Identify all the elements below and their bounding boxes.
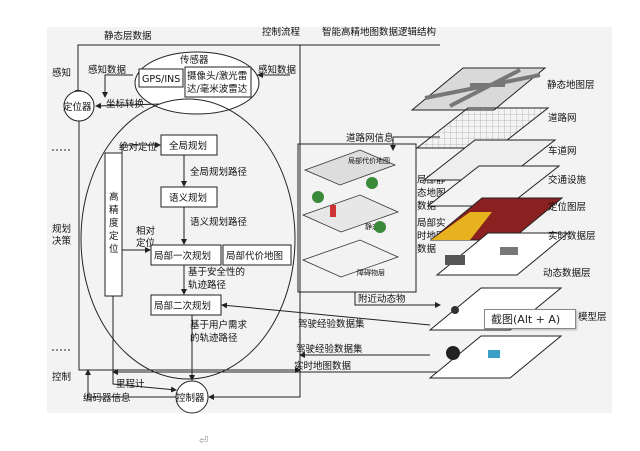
driving-exp-label-1: 驾驶经验数据集 [298,318,365,330]
road-net-info-line [390,136,440,151]
local-static-2: 态地图 [417,187,446,199]
hp-loc-char-2: 精 [109,204,119,216]
traffic-light-icon [330,205,336,217]
global-planning-label: 全局规划 [169,140,207,152]
camera-lidar-line1: 摄像头/激光雷 [187,70,247,82]
perception-data-label-right: 感知数据 [258,64,297,76]
road-lines [424,68,541,108]
obstacle-layer-shape [301,239,400,278]
coord-transform-arrow [95,102,161,109]
head-model-icon [446,346,460,360]
local-rt-1: 局部实 [417,217,446,229]
cost-map-label: 局部代价地图 [348,156,390,165]
paragraph-mark: ⏎ [199,434,209,447]
hp-loc-char-5: 位 [109,243,119,255]
locator-label: 定位器 [63,101,92,113]
relative-localization-1: 相对 [136,225,156,237]
sensor-title: 传感器 [180,54,209,66]
user-path-line1: 基于用户需求 [190,319,248,331]
perception-data-label: 感知数据 [88,64,127,76]
local-rt-3: 数据 [417,243,437,255]
driving-exp-line-1 [221,302,431,326]
dynamic-layer-label: 动态数据层 [543,267,591,279]
static-layer-data-label: 静态层数据 [104,30,152,42]
encoder-info-label: 编码器信息 [83,392,131,404]
static-data-flow-line [75,44,440,96]
abs-loc-arrow [121,142,161,160]
global-planning-box [160,134,218,156]
controller-feedback-line [85,369,176,398]
coordinate-transform-label: 坐标转换 [106,98,145,110]
semantic-planning-label: 语义规划 [169,192,207,204]
tree-icon [366,177,378,189]
planning-decision-1: 规划 [52,223,71,235]
camera-lidar-box [184,66,252,98]
cost-map-layer-shape [303,149,397,186]
semantic-path-label: 语义规划路径 [190,216,248,228]
local-cost-map-label: 局部代价地图 [226,250,283,262]
planning-decision-2: 决策 [52,235,72,247]
control-label: 控制 [52,371,71,383]
hp-loc-char-1: 高 [109,191,119,203]
local-map-panel [297,143,417,293]
screenshot-tooltip: 截图(Alt + A) [484,309,576,329]
absolute-localization-label: 绝对定位 [119,141,158,153]
odometer-label: 里程计 [116,378,145,390]
perception-label: 感知 [52,67,71,79]
safety-path-line1: 基于安全性的 [188,266,245,278]
localization-layer-label: 定位图层 [548,201,586,213]
local-first-planning-label: 局部一次规划 [154,250,211,262]
static-map-layer-label: 静态地图层 [547,79,595,91]
traffic-facility-label: 交通设施 [548,174,587,186]
planning-ellipse [80,98,296,380]
control-flow-label: 控制流程 [262,26,301,38]
obstacle-layer-label: 障碍物层 [357,268,385,277]
control-flow-down-line [208,90,301,400]
safety-path-line2: 轨迹路径 [188,279,227,291]
global-path-label: 全局规划路径 [190,166,248,178]
vehicle-icon [500,247,518,255]
tree-icon [374,221,386,233]
logic-structure-title: 智能高精地图数据逻辑结构 [322,26,436,38]
road-network-info-label: 道路网信息 [346,132,394,144]
left-main-line [78,121,301,373]
gps-ins-box [138,68,184,88]
semantic-planning-box [160,186,218,208]
controller-label: 控制器 [176,392,205,404]
camera-lidar-line2: 达/毫米波雷达 [187,83,248,95]
pedestrian-icon [451,306,459,314]
local-first-planning-box [150,244,222,266]
tree-icon [312,191,324,203]
local-second-planning-label: 局部二次规划 [154,300,211,312]
hp-loc-char-4: 定 [109,230,119,242]
user-path-line2: 的轨迹路径 [190,332,238,344]
vehicle-icon [445,255,465,265]
driving-exp-label-2: 驾驶经验数据集 [296,343,363,355]
localization-heatmap-hot [431,212,492,240]
model-layer-label: 模型层 [578,311,607,323]
gps-ins-label: GPS/INS [142,74,180,85]
car-model-icon [488,350,500,358]
road-net-label: 道路网 [548,112,577,124]
lane-net-label: 车道网 [548,145,577,157]
local-second-planning-box [150,294,222,316]
odometer-line [112,296,177,393]
nearby-dynamic-line [354,292,441,308]
perception-flow-line [102,74,133,98]
local-cost-map-box [222,244,292,266]
static-layer-shape [301,194,400,233]
realtime-layer-label: 实时数据层 [548,230,596,242]
nearby-dynamic-label: 附近动态物 [358,293,406,305]
hp-loc-char-3: 度 [109,217,119,229]
realtime-map-data-label: 实时地图数据 [294,360,352,372]
